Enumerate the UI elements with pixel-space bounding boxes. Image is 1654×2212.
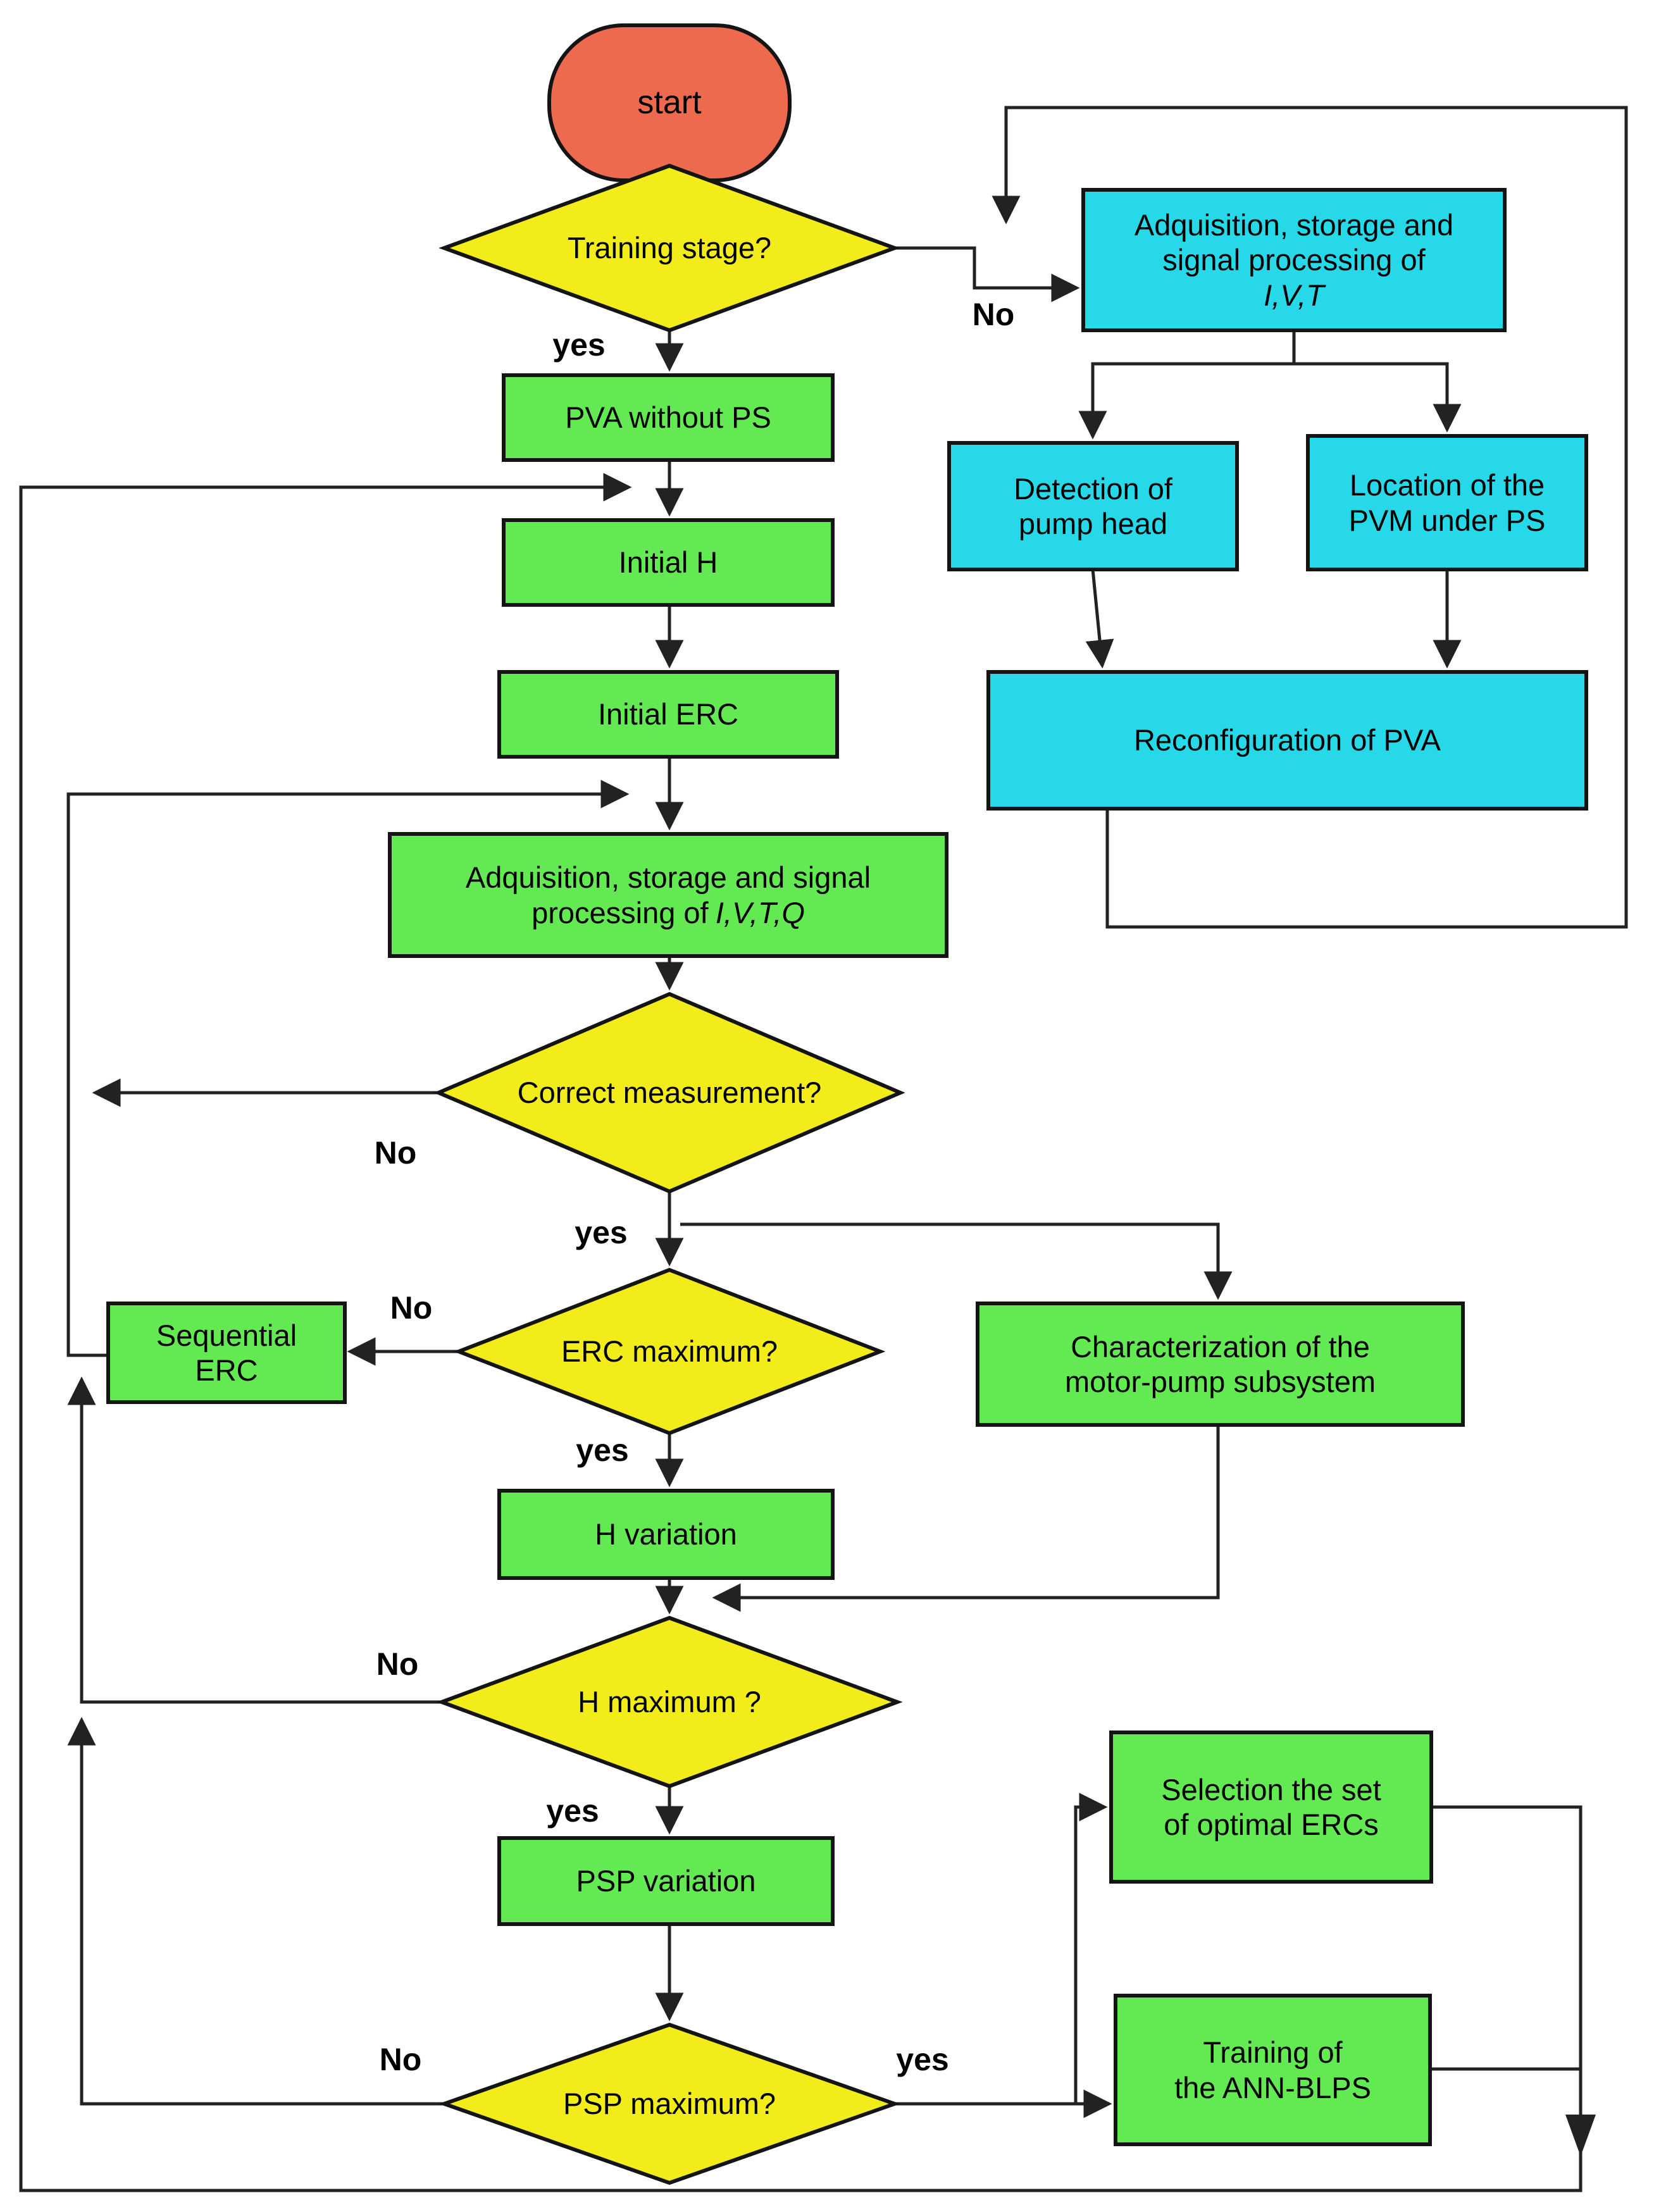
connector-branch-to-characterization [680,1222,1233,1300]
connector-outer-bottom-loop [19,473,1582,2192]
pva-without-ps-box [502,373,835,462]
initial-erc-box [497,670,839,759]
initial-h-box [502,518,835,607]
reconfiguration-box [986,670,1588,811]
start-node-shape [547,23,792,182]
correct-measurement-diamond [433,991,905,1194]
sequential-erc-box [106,1302,347,1404]
connector-detection-to-reconfig [1085,569,1114,669]
down-arrowhead-bottom-right [1565,2115,1596,2156]
psp-maximum-diamond [438,2022,901,2185]
h-variation-box [497,1489,835,1580]
connector-training-no [895,246,1080,302]
psp-variation-box [497,1836,835,1926]
connector-branch-to-selection [1074,1793,1108,2104]
acq-ivt-box [1081,188,1507,332]
connector-pspmax-no-loop [67,1717,444,2106]
characterization-box [976,1302,1465,1427]
h-maximum-diamond [436,1615,903,1789]
connector-acqivt-to-detection [1078,362,1294,440]
connector-characterization-out [712,1425,1220,1612]
connector-hmax-no-loop [67,1376,442,1704]
training-stage-diamond [438,163,900,333]
connector-reconfig-feedback-loop [992,106,1628,929]
erc-maximum-diamond [453,1267,886,1436]
selection-box [1109,1730,1433,1884]
connector-sequentialerc-loop [66,780,630,1357]
connector-acqivt-to-location [1294,362,1462,433]
acq-ivtq-box [388,832,948,958]
training-ann-box [1114,1994,1432,2146]
location-box [1306,434,1588,571]
detection-box [947,441,1239,571]
